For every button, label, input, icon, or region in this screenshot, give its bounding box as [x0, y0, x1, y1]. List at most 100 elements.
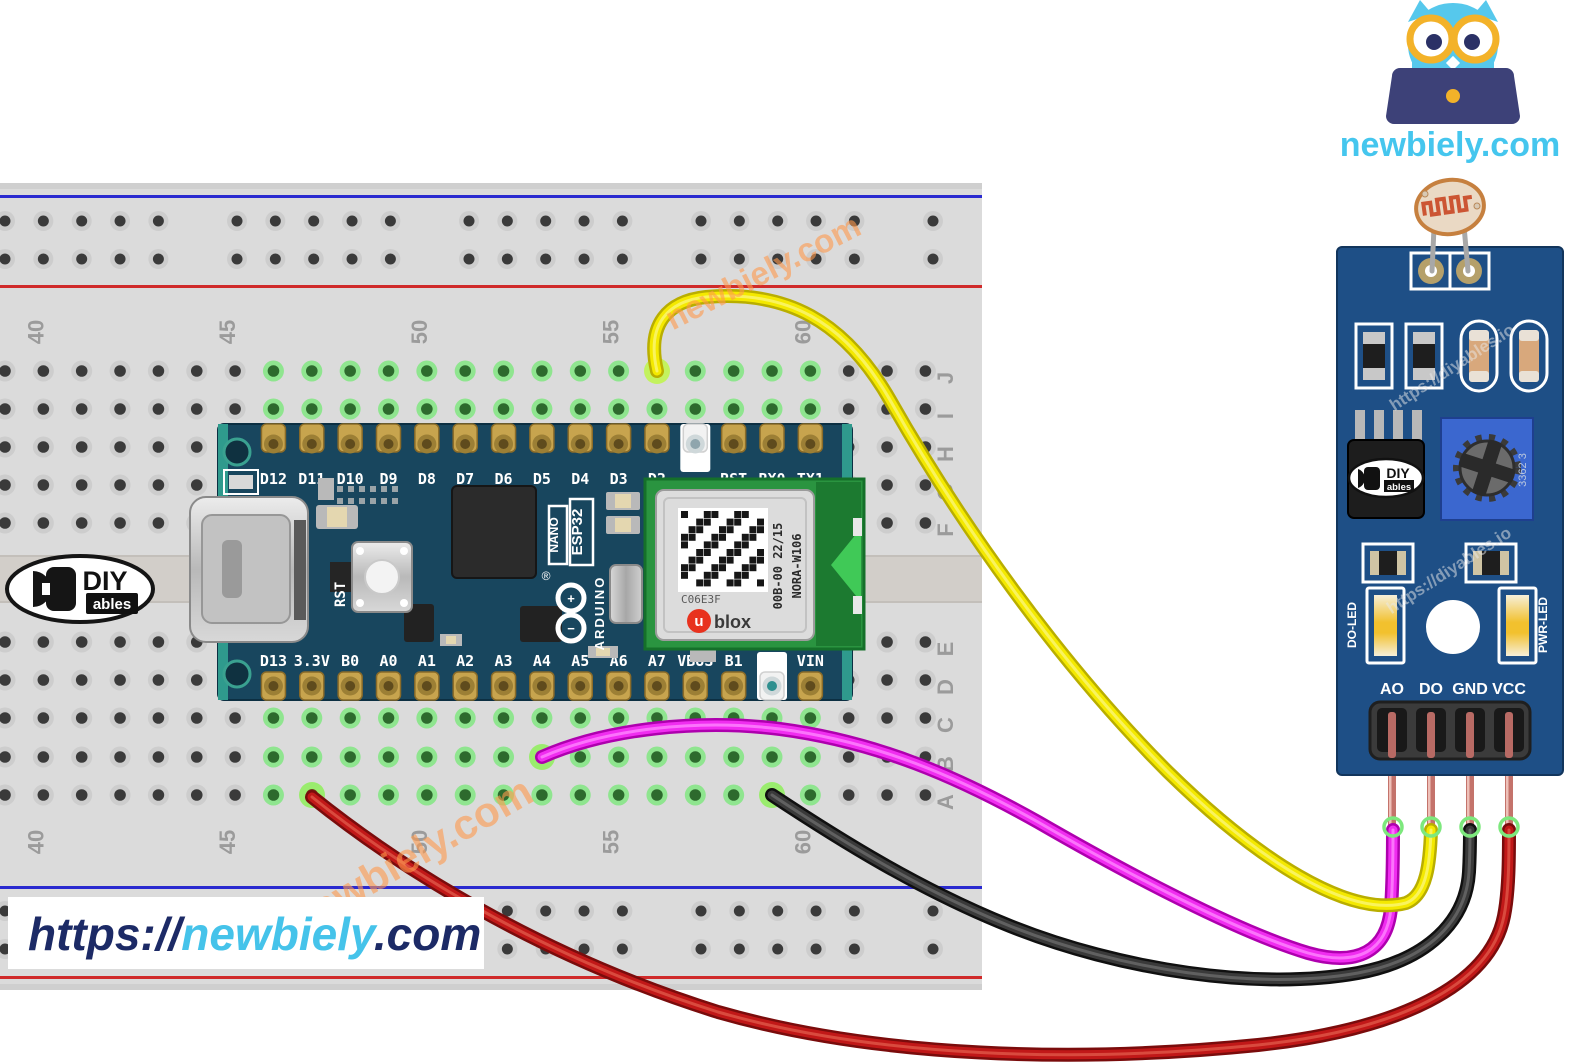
breadboard-hole-center — [612, 789, 625, 801]
ublox-logo-u: u — [694, 613, 703, 630]
breadboard-hole-center — [75, 789, 88, 801]
smd-end — [1519, 330, 1539, 341]
ldr-pad-box — [1448, 251, 1491, 291]
qr-cell — [696, 549, 704, 556]
smd-capacitor — [1469, 330, 1489, 382]
arduino-pin-hole-center — [460, 439, 471, 449]
rail-hole-center — [772, 215, 784, 227]
breadboard-hole-center — [75, 712, 88, 724]
breadboard-hole-center — [612, 712, 625, 724]
breadboard-hole-center — [114, 403, 126, 415]
rail-hole-center — [810, 905, 822, 917]
rail-hole-center — [810, 215, 822, 227]
sensor-pin-label: DO — [1419, 681, 1443, 698]
arduino-logo-minus: − — [567, 621, 575, 636]
breadboard-hole-center — [344, 403, 356, 415]
ldr-leg — [1461, 223, 1471, 274]
registered-mark: ® — [542, 569, 551, 583]
breadboard-hole-center — [37, 674, 50, 686]
breadboard-hole-center — [114, 636, 126, 648]
breadboard-hole-center — [114, 479, 126, 491]
breadboard-hole-center — [842, 403, 855, 415]
smd-outline — [1354, 322, 1394, 390]
smd-end — [1519, 371, 1539, 382]
qr-cell — [711, 564, 719, 572]
breadboard-hole-center — [536, 365, 548, 377]
board-name-1: NANO — [547, 517, 561, 552]
breadboard-hole-center — [114, 517, 126, 529]
arduino-pin-hole-center — [268, 681, 279, 691]
smd-end — [1469, 371, 1489, 382]
owl-beak-icon — [1445, 55, 1461, 71]
rail-hole-center — [540, 905, 552, 917]
breadboard-hole-center — [536, 403, 548, 415]
qr-cell — [757, 526, 764, 534]
button-pin — [356, 599, 364, 607]
module-serial: 00B-00 22/15 — [771, 523, 785, 610]
breadboard-hole-center — [727, 751, 740, 763]
breadboard-hole-center — [459, 365, 472, 377]
breadboard-hole-center — [919, 365, 932, 377]
breadboard-hole-center — [75, 674, 88, 686]
smd-part — [596, 648, 610, 656]
footer-url-suffix: .com — [374, 908, 481, 960]
breadboard-hole-center — [497, 403, 510, 415]
arduino-smd-parts — [223, 469, 716, 662]
button-pin — [400, 599, 408, 607]
breadboard-hole-center — [881, 636, 893, 648]
footer-url-text[interactable]: https://newbiely.com — [28, 908, 481, 960]
qr-cell — [703, 541, 711, 549]
arduino-pin-hole-center — [805, 439, 816, 449]
qr-cell — [734, 579, 742, 587]
arduino-pin-hole-center — [345, 681, 356, 691]
arduino-nano-esp32: D12D11D10D9D8D7D6D5D4D3D2RSTRX0TX1D133.3… — [189, 423, 866, 701]
rail-hole-center — [463, 215, 475, 227]
ublox-logo-icon — [687, 609, 711, 633]
arduino-pin-label: D5 — [533, 470, 551, 488]
breadboard-hole-center — [919, 674, 932, 686]
usb-c-connector — [189, 496, 309, 643]
qr-cell — [696, 526, 704, 534]
breadboard-hole-center — [190, 479, 203, 491]
breadboard-hole-center — [0, 636, 11, 648]
qr-cell — [703, 511, 711, 518]
breadboard-hole-center — [804, 751, 817, 763]
breadboard-hole-center — [919, 517, 932, 529]
name-box-2 — [568, 497, 595, 567]
smd-end — [1363, 368, 1385, 380]
qr-cell — [726, 556, 734, 564]
radio-shield-inner — [663, 497, 807, 633]
antenna-pad — [853, 596, 862, 614]
breadboard-hole-center — [421, 712, 433, 724]
breadboard-hole-center — [574, 403, 587, 415]
breadboard-hole-center — [842, 789, 855, 801]
qr-cell — [741, 564, 749, 572]
top-rail-red-stripe — [0, 285, 982, 288]
arduino-pin-hole-center — [690, 681, 701, 691]
breadboard-hole-center — [651, 751, 663, 763]
qr-cell — [696, 579, 704, 587]
qr-cell — [711, 533, 719, 541]
smd-outline — [1361, 542, 1415, 584]
breadboard-hole-center — [306, 751, 318, 763]
breadboard-hole-center — [114, 674, 126, 686]
ic-logo-top: DIY — [1386, 465, 1410, 481]
arduino-pin-label: 3.3V — [294, 652, 330, 670]
rail-hole-center — [772, 943, 784, 955]
comparator-ic: DIY ables — [1347, 410, 1425, 519]
breadboard-hole-center — [152, 712, 165, 724]
breadboard-hole-center — [574, 789, 587, 801]
breadboard-hole-center — [229, 365, 241, 377]
smd-part — [615, 494, 631, 508]
breadboard-hole-center — [497, 789, 510, 801]
arduino-pin-hole-center — [268, 439, 279, 449]
qr-cell — [688, 564, 696, 572]
breadboard-hole-center — [114, 712, 126, 724]
qr-cell — [719, 533, 726, 541]
breadboard-hole-center — [37, 636, 50, 648]
breadboard-hole-center — [382, 789, 395, 801]
arduino-brand: ARDUINO — [592, 576, 607, 651]
breadboard-hole-center — [344, 365, 356, 377]
